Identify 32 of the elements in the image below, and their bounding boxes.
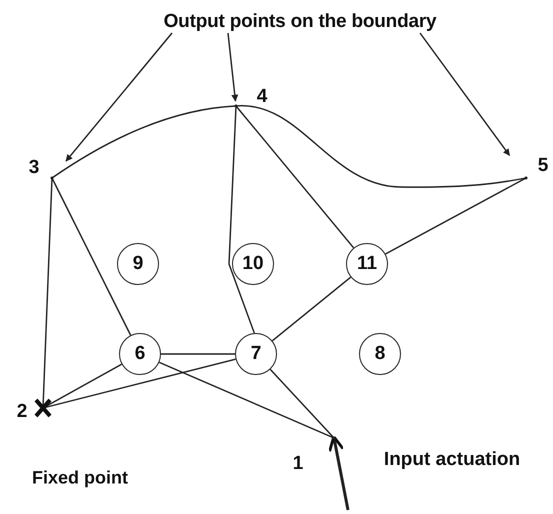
connector-line [236, 105, 526, 188]
connector-line [385, 177, 526, 255]
connector-line [270, 368, 335, 438]
arrow [328, 435, 350, 510]
point-number: 3 [28, 157, 40, 179]
connector-line [161, 353, 235, 355]
arrow [227, 32, 238, 102]
connector-line [235, 106, 354, 248]
vertex-point [234, 104, 238, 108]
connector-line [228, 106, 255, 334]
connector-line [272, 276, 352, 342]
vertex-point [50, 176, 54, 180]
connector-line [51, 178, 132, 336]
numbered-circle: 10 [232, 243, 274, 285]
numbered-circle: 8 [359, 333, 401, 375]
point-number: 4 [256, 86, 268, 108]
annotation-text: Output points on the boundary [164, 11, 436, 33]
numbered-circle: 6 [119, 333, 161, 375]
connector-line [52, 105, 236, 179]
numbered-circle: 11 [346, 243, 388, 285]
connector-line [159, 362, 334, 439]
arrow [65, 32, 173, 162]
vertex-point [524, 176, 528, 180]
vertex-point [332, 436, 336, 440]
numbered-circle: 7 [235, 333, 277, 375]
point-number: 5 [538, 155, 548, 177]
arrow [419, 32, 510, 156]
point-number: 1 [292, 453, 304, 475]
fixed-point-cross [34, 398, 52, 418]
numbered-circle: 9 [117, 243, 159, 285]
node-caption: Fixed point [32, 468, 128, 488]
point-number: 2 [16, 401, 28, 423]
